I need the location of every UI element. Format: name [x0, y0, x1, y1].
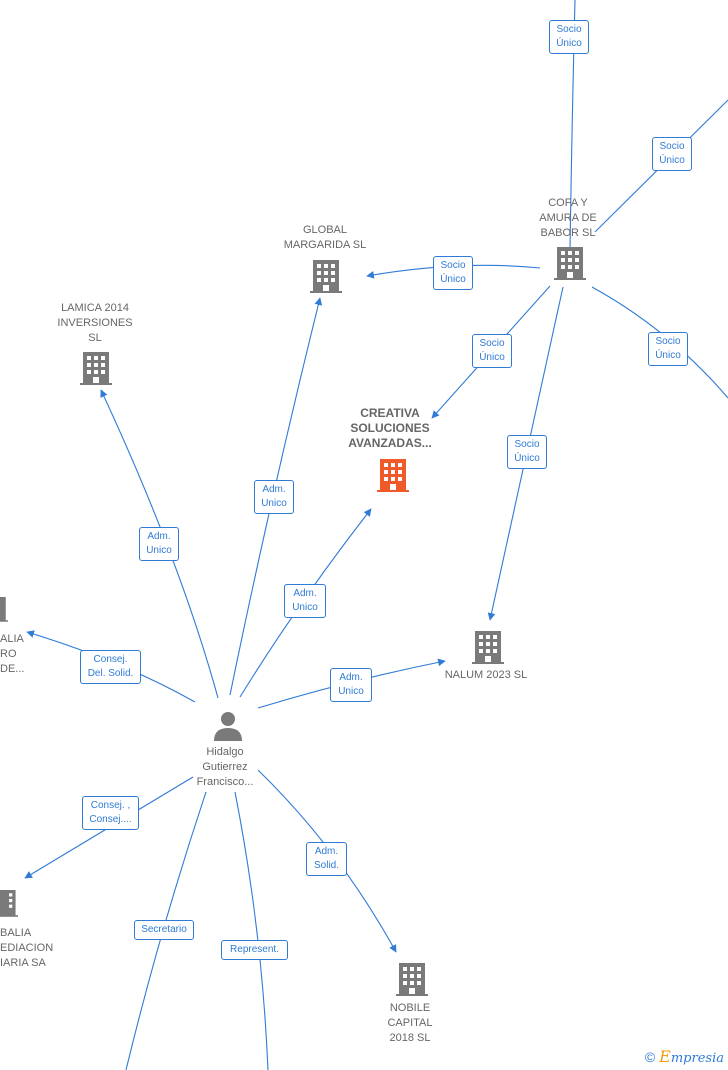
node-left2-label: BALIA EDIACION IARIA SA: [0, 927, 54, 969]
edge-person-represent: [234, 791, 269, 1070]
edge-label-socio-creativa[interactable]: Socio Único: [472, 334, 512, 368]
edge-label-secretario[interactable]: Secretario: [134, 920, 194, 940]
building-icon[interactable]: [310, 258, 342, 294]
building-icon[interactable]: [0, 591, 8, 627]
node-nobile[interactable]: NOBILE CAPITAL 2018 SL: [370, 1001, 450, 1046]
building-icon[interactable]: [396, 961, 428, 997]
node-nalum-label: NALUM 2023 SL: [444, 669, 528, 681]
edge-label-socio-top[interactable]: Socio Único: [549, 20, 589, 54]
edge-label-adm-lamica[interactable]: Adm. Unico: [139, 527, 179, 561]
edge-label-adm-global[interactable]: Adm. Unico: [254, 480, 294, 514]
node-global[interactable]: GLOBAL MARGARIDA SL: [270, 223, 380, 253]
node-nobile-label: NOBILE CAPITAL 2018 SL: [387, 1002, 433, 1044]
node-person[interactable]: Hidalgo Gutierrez Francisco...: [180, 745, 270, 790]
edge-label-consej-left[interactable]: Consej. Del. Solid.: [80, 650, 141, 684]
node-global-label: GLOBAL MARGARIDA SL: [283, 224, 367, 251]
node-creativa-label: CREATIVA SOLUCIONES AVANZADAS...: [348, 406, 432, 450]
edge-label-represent[interactable]: Represent.: [221, 940, 288, 960]
node-lamica[interactable]: LAMICA 2014 INVERSIONES SL: [50, 301, 140, 346]
node-left1-label: ALIA RO DE...: [0, 633, 25, 675]
empresia-logo: ©Empresia: [645, 1047, 724, 1066]
building-icon[interactable]: [554, 245, 586, 281]
logo-initial: E: [659, 1047, 671, 1066]
edge-label-consej-left2[interactable]: Consej. , Consej....: [82, 796, 139, 830]
node-creativa[interactable]: CREATIVA SOLUCIONES AVANZADAS...: [335, 406, 445, 451]
edge-label-socio-right1[interactable]: Socio Único: [652, 137, 692, 171]
node-cofa-label: COFA Y AMURA DE BABOR SL: [539, 197, 597, 239]
building-icon[interactable]: [472, 629, 504, 665]
node-cofa[interactable]: COFA Y AMURA DE BABOR SL: [526, 196, 610, 241]
person-icon[interactable]: [212, 710, 244, 742]
node-nalum[interactable]: NALUM 2023 SL: [436, 668, 536, 683]
logo-text: mpresia: [670, 1051, 724, 1066]
node-person-label: Hidalgo Gutierrez Francisco...: [196, 746, 254, 788]
edge-label-socio-right2[interactable]: Socio Único: [648, 332, 688, 366]
edge-label-socio-global[interactable]: Socio Único: [433, 256, 473, 290]
node-left2[interactable]: BALIA EDIACION IARIA SA: [0, 926, 54, 971]
edge-label-adm-creativa[interactable]: Adm. Unico: [284, 584, 326, 618]
building-icon[interactable]: [80, 350, 112, 386]
edge-label-adm-nalum[interactable]: Adm. Unico: [330, 668, 372, 702]
node-left1[interactable]: ALIA RO DE...: [0, 632, 34, 677]
copyright-symbol: ©: [644, 1049, 656, 1065]
building-icon-main[interactable]: [377, 457, 409, 493]
node-lamica-label: LAMICA 2014 INVERSIONES SL: [57, 302, 133, 344]
edge-label-socio-nalum[interactable]: Socio Único: [507, 435, 547, 469]
building-icon[interactable]: [0, 885, 18, 921]
edge-label-adm-nobile[interactable]: Adm. Solid.: [306, 842, 347, 876]
